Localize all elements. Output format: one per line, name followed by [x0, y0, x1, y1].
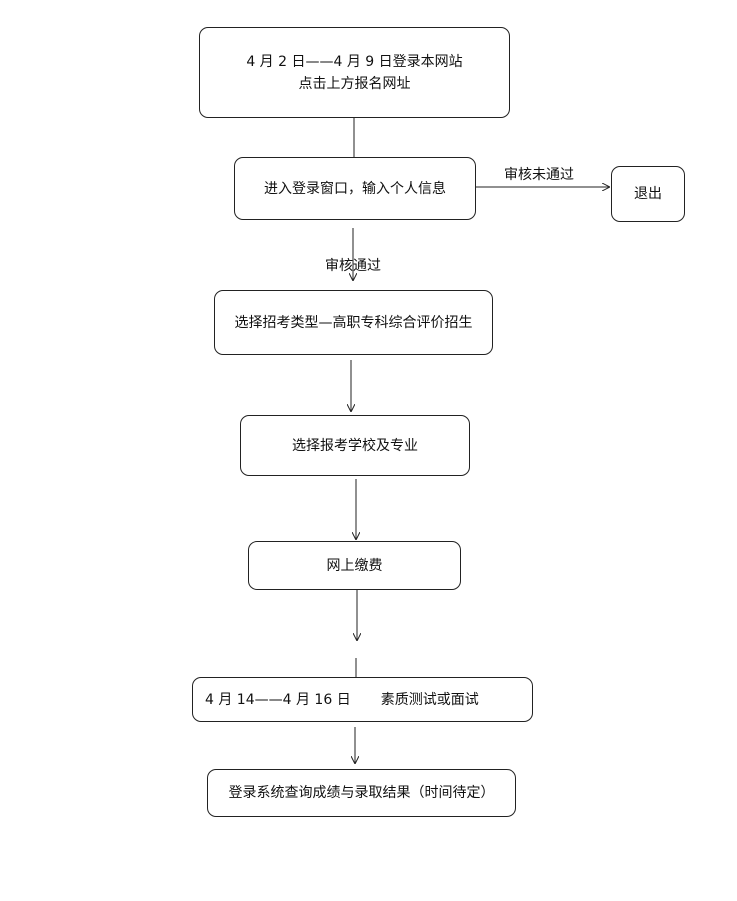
node-text: 登录系统查询成绩与录取结果（时间待定） [228, 785, 495, 801]
node-date: 4 月 14——4 月 16 日 [205, 691, 351, 708]
node-text: 退出 [634, 186, 662, 202]
node-text: 选择招考类型—高职专科综合评价招生 [234, 314, 473, 331]
flow-node-enter-info: 进入登录窗口，输入个人信息 [234, 157, 476, 220]
flow-node-exit: 退出 [611, 166, 685, 222]
flow-node-choose-school: 选择报考学校及专业 [240, 415, 470, 476]
flow-node-choose-type: 选择招考类型—高职专科综合评价招生 [214, 290, 493, 355]
flow-node-query-results: 登录系统查询成绩与录取结果（时间待定） [207, 769, 516, 817]
flow-node-test-or-interview: 4 月 14——4 月 16 日 素质测试或面试 [192, 677, 533, 722]
node-text: 选择报考学校及专业 [292, 437, 418, 454]
flow-node-login-period: 4 月 2 日——4 月 9 日登录本网站 点击上方报名网址 [199, 27, 510, 118]
node-text: 进入登录窗口，输入个人信息 [264, 180, 446, 197]
edge-label-review-failed: 审核未通过 [504, 167, 574, 183]
node-text-line: 4 月 2 日——4 月 9 日登录本网站 [246, 53, 463, 70]
edge-label-review-passed: 审核通过 [325, 258, 381, 274]
node-text: 网上缴费 [326, 557, 383, 574]
node-text: 素质测试或面试 [380, 691, 479, 708]
node-text-line: 点击上方报名网址 [298, 75, 411, 92]
flow-node-online-payment: 网上缴费 [248, 541, 461, 590]
